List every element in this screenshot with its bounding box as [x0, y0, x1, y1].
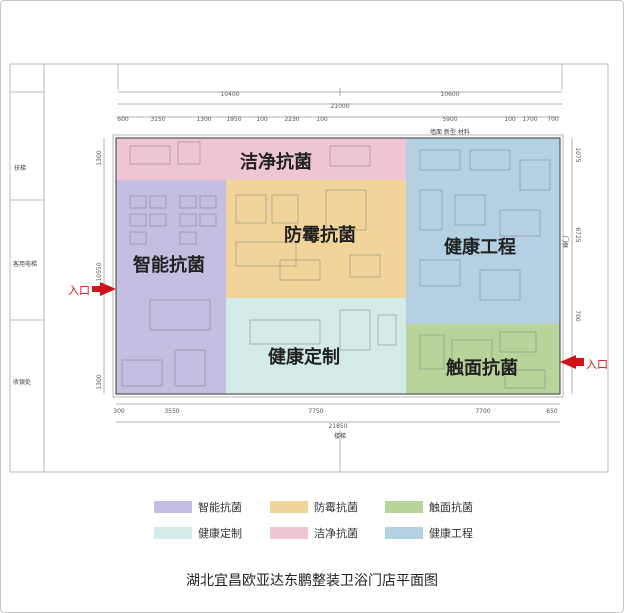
legend-label: 健康定制 [198, 527, 242, 540]
legend-label: 智能抗菌 [198, 501, 242, 514]
dim-top-seg: 100 [316, 116, 328, 123]
dim-right-seg: 1075 [574, 147, 581, 162]
dim-top-seg: 5900 [442, 116, 457, 123]
dim-top-seg: 3150 [150, 116, 165, 123]
zone-label-jiankanggongcheng: 健康工程 [444, 237, 516, 258]
legend-swatch [385, 501, 423, 513]
legend-label: 防霉抗菌 [314, 501, 358, 514]
dim-bottom-total: 21850 [328, 423, 347, 430]
zone-jiankangdingzhi [226, 298, 406, 394]
legend-label: 触面抗菌 [429, 501, 473, 514]
dim-top-seg: 1300 [196, 116, 211, 123]
zone-label-zhineng: 智能抗菌 [133, 255, 205, 276]
dim-bottom-seg: 3550 [164, 408, 179, 415]
dim-top-total: 21000 [330, 103, 349, 110]
dim-left-seg: 1300 [96, 374, 103, 389]
figure-caption: 湖北宜昌欧亚达东鹏整装卫浴门店平面图 [186, 573, 438, 589]
dim-bottom-seg: 650 [546, 408, 558, 415]
dim-bottom-seg: 7750 [308, 408, 323, 415]
legend-label: 洁净抗菌 [314, 527, 358, 540]
dim-bottom-seg: 7700 [475, 408, 490, 415]
dim-right-side: 1075 6725 700 [574, 147, 581, 322]
dim-top-seg: 600 [117, 116, 129, 123]
entrance-left-arrow-icon [92, 282, 116, 296]
dim-top-left: 10400 [220, 91, 239, 98]
legend-item: 健康工程 [385, 526, 473, 540]
legend-swatch [154, 527, 192, 539]
side-label-escalator: 扶梯 [14, 164, 26, 172]
zone-label-fangmei: 防霉抗菌 [284, 225, 356, 246]
legend-swatch [154, 501, 192, 513]
dim-top-seg: 100 [256, 116, 268, 123]
dim-right-seg: 700 [574, 310, 581, 322]
room-note-top-right: 墙面 新型 材料 [430, 128, 470, 136]
zone-zhineng [116, 180, 226, 394]
legend-label: 健康工程 [429, 527, 473, 540]
legend-item: 触面抗菌 [385, 500, 473, 514]
zone-chumian [406, 324, 560, 394]
entrance-right-label: 入口 [586, 358, 608, 371]
dim-left-side: 1300 10550 1300 [96, 150, 103, 389]
dim-top-right: 10600 [440, 91, 459, 98]
side-label-cashier: 收银处 [13, 378, 31, 386]
room-note-bottom: 楼梯 [334, 432, 346, 440]
dim-top-segments: 600 3150 1300 1950 100 2230 100 5900 100… [117, 116, 559, 123]
dim-right-seg: 6725 [574, 227, 581, 242]
dim-top-seg: 1950 [226, 116, 241, 123]
zone-label-jiankangdingzhi: 健康定制 [268, 347, 340, 368]
dim-bottom-segments: 300 3550 7750 7700 650 [113, 408, 558, 415]
zone-label-chumian: 触面抗菌 [446, 358, 518, 379]
dim-left-seg: 1300 [96, 150, 103, 165]
dim-left-seg: 10550 [96, 262, 103, 281]
dim-bottom-seg: 300 [113, 408, 125, 415]
zone-jiankanggongcheng [406, 138, 560, 324]
legend-item: 防霉抗菌 [270, 500, 358, 514]
dim-top-seg: 2230 [284, 116, 299, 123]
legend-item: 洁净抗菌 [270, 526, 358, 540]
entrance-right-arrow-icon [560, 355, 584, 369]
legend-swatch [385, 527, 423, 539]
floor-plan: 10400 10600 21000 600 3150 1300 1950 100… [9, 63, 609, 473]
dim-top-seg: 1700 [522, 116, 537, 123]
legend-swatch [270, 501, 308, 513]
legend-item: 智能抗菌 [154, 500, 242, 514]
room-note-right: 门框 [561, 236, 569, 248]
zone-label-jiejing: 洁净抗菌 [240, 152, 312, 173]
zone-fangmei [226, 180, 406, 298]
entrance-left-label: 入口 [68, 284, 90, 297]
legend-swatch [270, 527, 308, 539]
zone-jiejing [116, 138, 406, 180]
side-label-elevator: 客用电梯 [13, 260, 37, 268]
dim-top-seg: 100 [504, 116, 516, 123]
dim-top-seg: 700 [547, 116, 559, 123]
legend-item: 健康定制 [154, 526, 242, 540]
